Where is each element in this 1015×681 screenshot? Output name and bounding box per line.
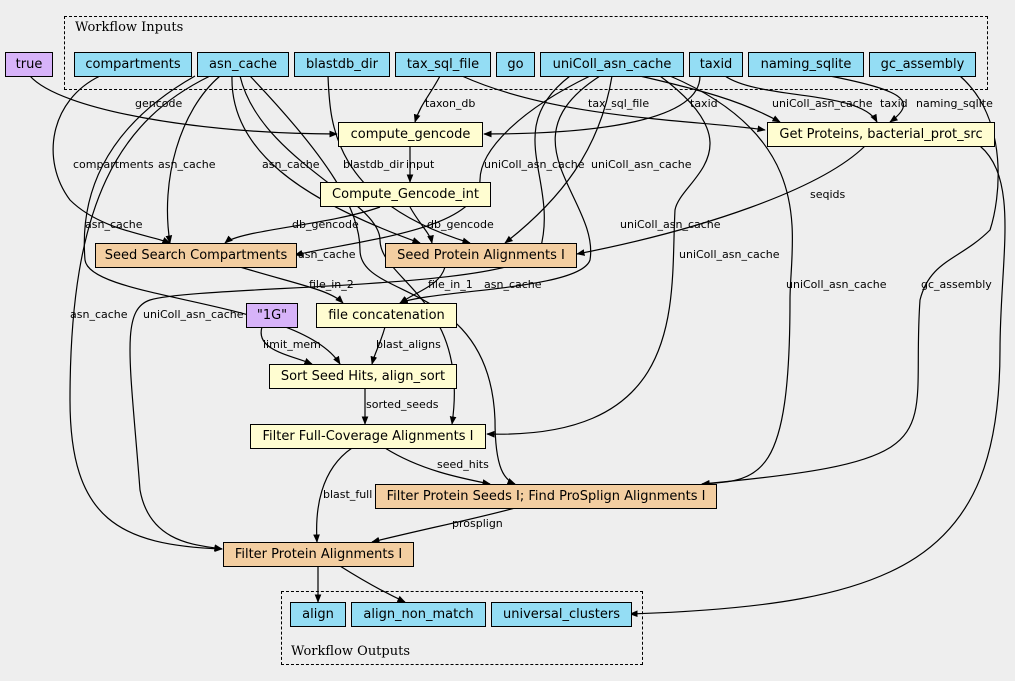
edge-label-sorted-seeds: sorted_seeds — [366, 398, 439, 411]
edge-label-asn-cache-5: asn_cache — [484, 278, 542, 291]
edge-unicoll-seed-protein — [504, 75, 613, 244]
workflow-inputs-cluster — [64, 16, 988, 90]
edge-label-asn-cache-3: asn_cache — [85, 218, 143, 231]
edge-true-compute-gencode — [29, 75, 338, 138]
node-output-align[interactable]: align — [290, 602, 346, 627]
edge-label-unicoll-2: uniColl_asn_cache — [484, 158, 585, 171]
node-asn-cache[interactable]: asn_cache — [197, 52, 289, 77]
edge-seedprotein-fileconcat — [399, 266, 446, 304]
edge-label-taxid-1: taxid — [690, 97, 718, 110]
edge-label-blastdb-dir: blastdb_dir — [343, 158, 404, 171]
workflow-inputs-label: Workflow Inputs — [75, 20, 184, 35]
node-seed-protein-alignments[interactable]: Seed Protein Alignments I — [385, 243, 577, 268]
edge-unicoll-file-concat — [399, 75, 601, 304]
node-output-universal-clusters[interactable]: universal_clusters — [491, 602, 632, 627]
edge-label-unicoll-6: uniColl_asn_cache — [786, 278, 887, 291]
edge-label-unicoll-4: uniColl_asn_cache — [620, 218, 721, 231]
edge-label-limit-mem: limit_mem — [263, 338, 321, 351]
edge-asn-filter-full — [239, 75, 457, 425]
edge-unicoll-filter-full — [486, 75, 711, 438]
edge-label-unicoll-1: uniColl_asn_cache — [772, 97, 873, 110]
node-1g-constant[interactable]: "1G" — [246, 303, 298, 328]
edge-label-db-gencode-2: db_gencode — [427, 218, 494, 231]
edge-label-compartments: compartments — [73, 158, 154, 171]
workflow-outputs-label: Workflow Outputs — [291, 644, 410, 659]
node-unicoll-asn-cache[interactable]: uniColl_asn_cache — [540, 52, 684, 77]
workflow-outputs-cluster — [281, 591, 643, 665]
node-filter-protein-seeds[interactable]: Filter Protein Seeds I; Find ProSplign A… — [375, 484, 717, 509]
node-tax-sql-file[interactable]: tax_sql_file — [395, 52, 491, 77]
edge-label-prosplign: prosplign — [452, 517, 503, 530]
edge-int-seed-protein — [409, 206, 434, 244]
node-get-proteins[interactable]: Get Proteins, bacterial_prot_src — [767, 122, 995, 147]
edge-label-gencode: gencode — [135, 97, 183, 110]
edge-label-seqids: seqids — [810, 188, 846, 201]
edge-filterfull-filterseeds — [384, 447, 491, 486]
edge-compartments-seed-search — [52, 75, 171, 244]
node-true-constant[interactable]: true — [5, 52, 53, 77]
edge-label-asn-cache-1: asn_cache — [158, 158, 216, 171]
edge-label-naming-sqlite: naming_sqlite — [916, 97, 993, 110]
node-filter-full-coverage[interactable]: Filter Full-Coverage Alignments I — [250, 424, 486, 449]
edge-label-seed-hits: seed_hits — [437, 458, 489, 471]
node-file-concatenation[interactable]: file concatenation — [316, 303, 457, 328]
edge-label-input: input — [406, 158, 435, 171]
edge-label-file-in-1: file_in_1 — [428, 278, 473, 291]
edge-label-asn-cache-2: asn_cache — [262, 158, 320, 171]
edge-int-seed-search — [224, 206, 381, 244]
edge-taxid-get-proteins — [724, 75, 878, 123]
edge-1g-sort — [260, 326, 313, 365]
edge-label-asn-cache-4: asn_cache — [298, 248, 356, 261]
edge-label-unicoll-3: uniColl_asn_cache — [591, 158, 692, 171]
edge-getproteins-universal — [629, 145, 1006, 618]
edge-asn-filter-protein — [69, 75, 223, 553]
edge-label-blast-aligns: blast_aligns — [376, 338, 441, 351]
edge-label-unicoll-7: uniColl_asn_cache — [143, 308, 244, 321]
edge-label-asn-cache-6: asn_cache — [70, 308, 128, 321]
node-compute-gencode-int[interactable]: Compute_Gencode_int — [320, 182, 491, 207]
edge-filterseeds-filterprotein — [371, 507, 516, 544]
edge-label-unicoll-5: uniColl_asn_cache — [679, 248, 780, 261]
edge-label-tax-sql-file: tax_sql_file — [588, 97, 650, 110]
edge-seedsearch-fileconcat — [239, 266, 344, 304]
edge-gc-filter-seeds — [701, 75, 999, 487]
edge-taxid-compute-gencode — [483, 75, 701, 138]
node-taxid[interactable]: taxid — [689, 52, 743, 77]
edge-naming-get-proteins — [829, 75, 904, 123]
node-blastdb-dir[interactable]: blastdb_dir — [294, 52, 390, 77]
edge-taxsql-get-proteins — [461, 75, 766, 133]
edge-asn-filter-seeds — [249, 75, 516, 485]
edge-label-db-gencode-1: db_gencode — [292, 218, 359, 231]
node-output-align-non-match[interactable]: align_non_match — [351, 602, 486, 627]
node-sort-seed-hits[interactable]: Sort Seed Hits, align_sort — [269, 364, 457, 389]
edge-blastdb-seed-protein — [327, 75, 471, 244]
node-gc-assembly[interactable]: gc_assembly — [869, 52, 976, 77]
edge-label-blast-full: blast_full — [323, 488, 373, 501]
edge-label-file-in-2: file_in_2 — [309, 278, 354, 291]
node-compute-gencode[interactable]: compute_gencode — [338, 122, 483, 147]
edge-label-gc-assembly: gc_assembly — [921, 278, 992, 291]
edge-unicoll-filter-seeds — [669, 75, 794, 487]
node-filter-protein-alignments[interactable]: Filter Protein Alignments I — [223, 542, 414, 567]
edge-filterfull-filterprotein — [313, 447, 353, 543]
edge-fileconcat-sort — [370, 326, 386, 365]
node-naming-sqlite[interactable]: naming_sqlite — [748, 52, 864, 77]
edge-filterprotein-nonmatch — [339, 565, 406, 603]
edge-label-taxid-2: taxid — [880, 97, 908, 110]
edge-getproteins-seed-protein — [576, 145, 866, 256]
edge-unicoll-filter-protein — [129, 75, 571, 551]
edge-taxsql-compute-gencode — [413, 75, 441, 123]
node-go[interactable]: go — [496, 52, 535, 77]
edge-asn-seed-protein — [231, 75, 421, 244]
node-seed-search-compartments[interactable]: Seed Search Compartments — [95, 243, 297, 268]
edge-label-taxon-db: taxon_db — [425, 97, 476, 110]
node-compartments[interactable]: compartments — [74, 52, 192, 77]
edge-unicoll-get-proteins — [639, 75, 781, 123]
